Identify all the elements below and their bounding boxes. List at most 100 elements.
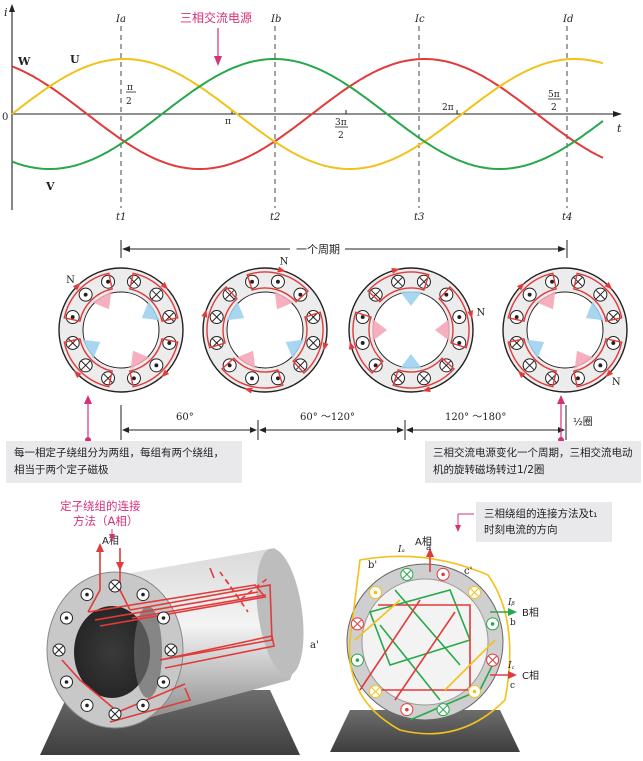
current-out-dot [275,376,280,381]
current-out-dot [598,363,603,368]
source-pointer-arrow-icon [214,56,222,66]
coil-arrow-icon [516,282,525,291]
coil-arrow-icon [244,387,253,394]
x-axis-label: t [617,122,622,135]
current-label-d: Id [562,14,573,25]
current-out-dot [444,292,449,297]
coil-loop [220,357,284,389]
current-out-dot [106,279,111,284]
stator-cylinder: A相 定子绕组的连接 方法（A相） [40,499,304,755]
svg-text:2: 2 [551,103,557,113]
current-label-a: Ia [115,14,126,25]
current-in-cross [371,687,380,696]
stator-ring-3: N [348,267,486,393]
current-in-cross [151,290,161,300]
period-label: 一个周期 [296,243,340,256]
current-in-cross [393,277,403,287]
current-out-dot [227,363,232,368]
coil-loop [507,272,558,323]
current-out-dot [141,703,145,708]
coil-arrow-icon [422,386,431,393]
phase-w-label: W [17,55,31,68]
north-pole-wedge [435,318,450,342]
coil-loop [366,271,430,303]
current-out-dot [141,592,145,597]
label-a: a [426,543,432,553]
current-in-cross [525,360,535,370]
south-pole-wedge [399,354,423,369]
coil-loop [206,285,238,349]
current-out-dot [527,292,532,297]
current-in-cross [110,581,120,591]
y-axis-label: i [4,6,8,19]
wave-chart: i t 0 Ia Ib Ic Id t1 t2 t3 t4 π 2 π 3π 2 [2,4,622,223]
svg-text:π: π [127,83,133,93]
stator-bore [82,291,160,369]
south-pole-wedge [285,339,304,359]
origin-label: 0 [2,112,8,123]
current-out-dot [275,279,280,284]
current-in-cross [488,655,497,665]
current-in-cross [441,360,451,370]
interval-60: 60° [176,412,194,423]
north-label: N [280,256,289,267]
y-axis-arrow-icon [9,4,15,12]
label-b: b [510,618,516,628]
current-out-dot [490,622,495,626]
current-in-cross [419,373,429,383]
current-out-dot [355,658,360,662]
north-pole-wedge [130,350,150,369]
current-out-dot [161,680,166,684]
current-out-dot [154,363,159,368]
label-c: c [510,681,515,691]
current-out-dot [373,363,378,368]
current-out-dot [131,376,136,381]
coil-loop [128,337,179,388]
current-out-dot [64,616,69,620]
current-label-b: Ib [270,14,281,25]
left-title-line2: 方法（A相） [73,514,138,528]
current-out-dot [83,292,88,297]
phase-v-label: V [45,180,55,193]
stator-bore [226,291,304,369]
angle-2pi: 2π [442,103,454,113]
time-label-t2: t2 [270,212,280,223]
current-out-dot [360,315,365,320]
current-out-dot [85,703,89,708]
x-axis-arrow-icon [613,111,622,117]
current-in-cross [225,290,235,300]
south-pole-wedge [526,339,545,359]
north-pole-wedge [372,318,387,342]
current-in-cross [371,290,381,300]
current-in-cross [595,290,605,300]
callout-left: 每一相定子绕组分为两组，每组有两个绕组，相当于两个定子磁极 [6,441,242,483]
south-pole-wedge [399,291,423,306]
angle-pi: π [225,117,231,127]
phase-u-curve [11,58,604,170]
coil-loop [392,357,456,389]
coil-loop [246,271,310,303]
label-a-prime: a' [310,640,319,651]
time-label-t3: t3 [414,212,424,223]
current-out-dot [575,376,580,381]
current-out-dot [405,707,409,712]
coil-loop [63,272,114,323]
right-title: 三相绕组的连接方法及t₁时刻电流的方向 [476,502,612,542]
stator-ring-1: N [58,267,184,393]
phase-w-curve [11,58,604,170]
south-pole-wedge [585,301,604,321]
interval-60-120: 60° ～120° [300,412,355,423]
coil-arrow-icon [605,369,614,378]
stator-bore [526,291,604,369]
coil-loop [438,285,470,349]
current-in-cross [166,645,176,655]
current-in-cross [212,312,222,322]
coil-arrow-icon [277,266,286,273]
phase-u-label: U [70,53,80,66]
label-c-prime: c' [464,566,472,577]
current-in-cross [353,619,362,629]
current-out-dot [250,279,255,284]
current-out-dot [167,340,172,345]
interval-bar: 60° 60° ～120° 120° ～180° ½圈 [120,405,593,440]
current-out-dot [64,680,69,684]
